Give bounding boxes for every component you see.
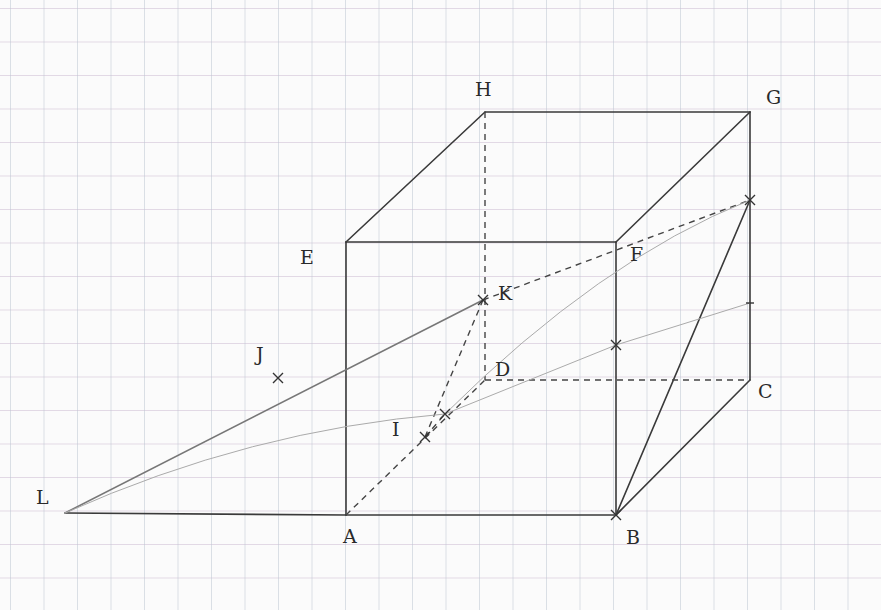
point-marks [273, 195, 755, 520]
point-label: C [758, 382, 773, 401]
point-label: D [495, 360, 510, 379]
point-label: A [343, 527, 357, 546]
point-label: H [475, 80, 492, 99]
point-label: K [498, 284, 512, 303]
point-label: B [626, 528, 640, 547]
point-label: E [300, 248, 314, 267]
point-label: L [36, 488, 49, 507]
point-label: F [630, 245, 643, 264]
cube-edges [65, 112, 750, 515]
construction-lines [65, 200, 750, 513]
hidden-edges [346, 112, 750, 515]
point-label: J [256, 345, 264, 364]
point-label: I [392, 420, 400, 439]
point-label: G [766, 88, 781, 107]
